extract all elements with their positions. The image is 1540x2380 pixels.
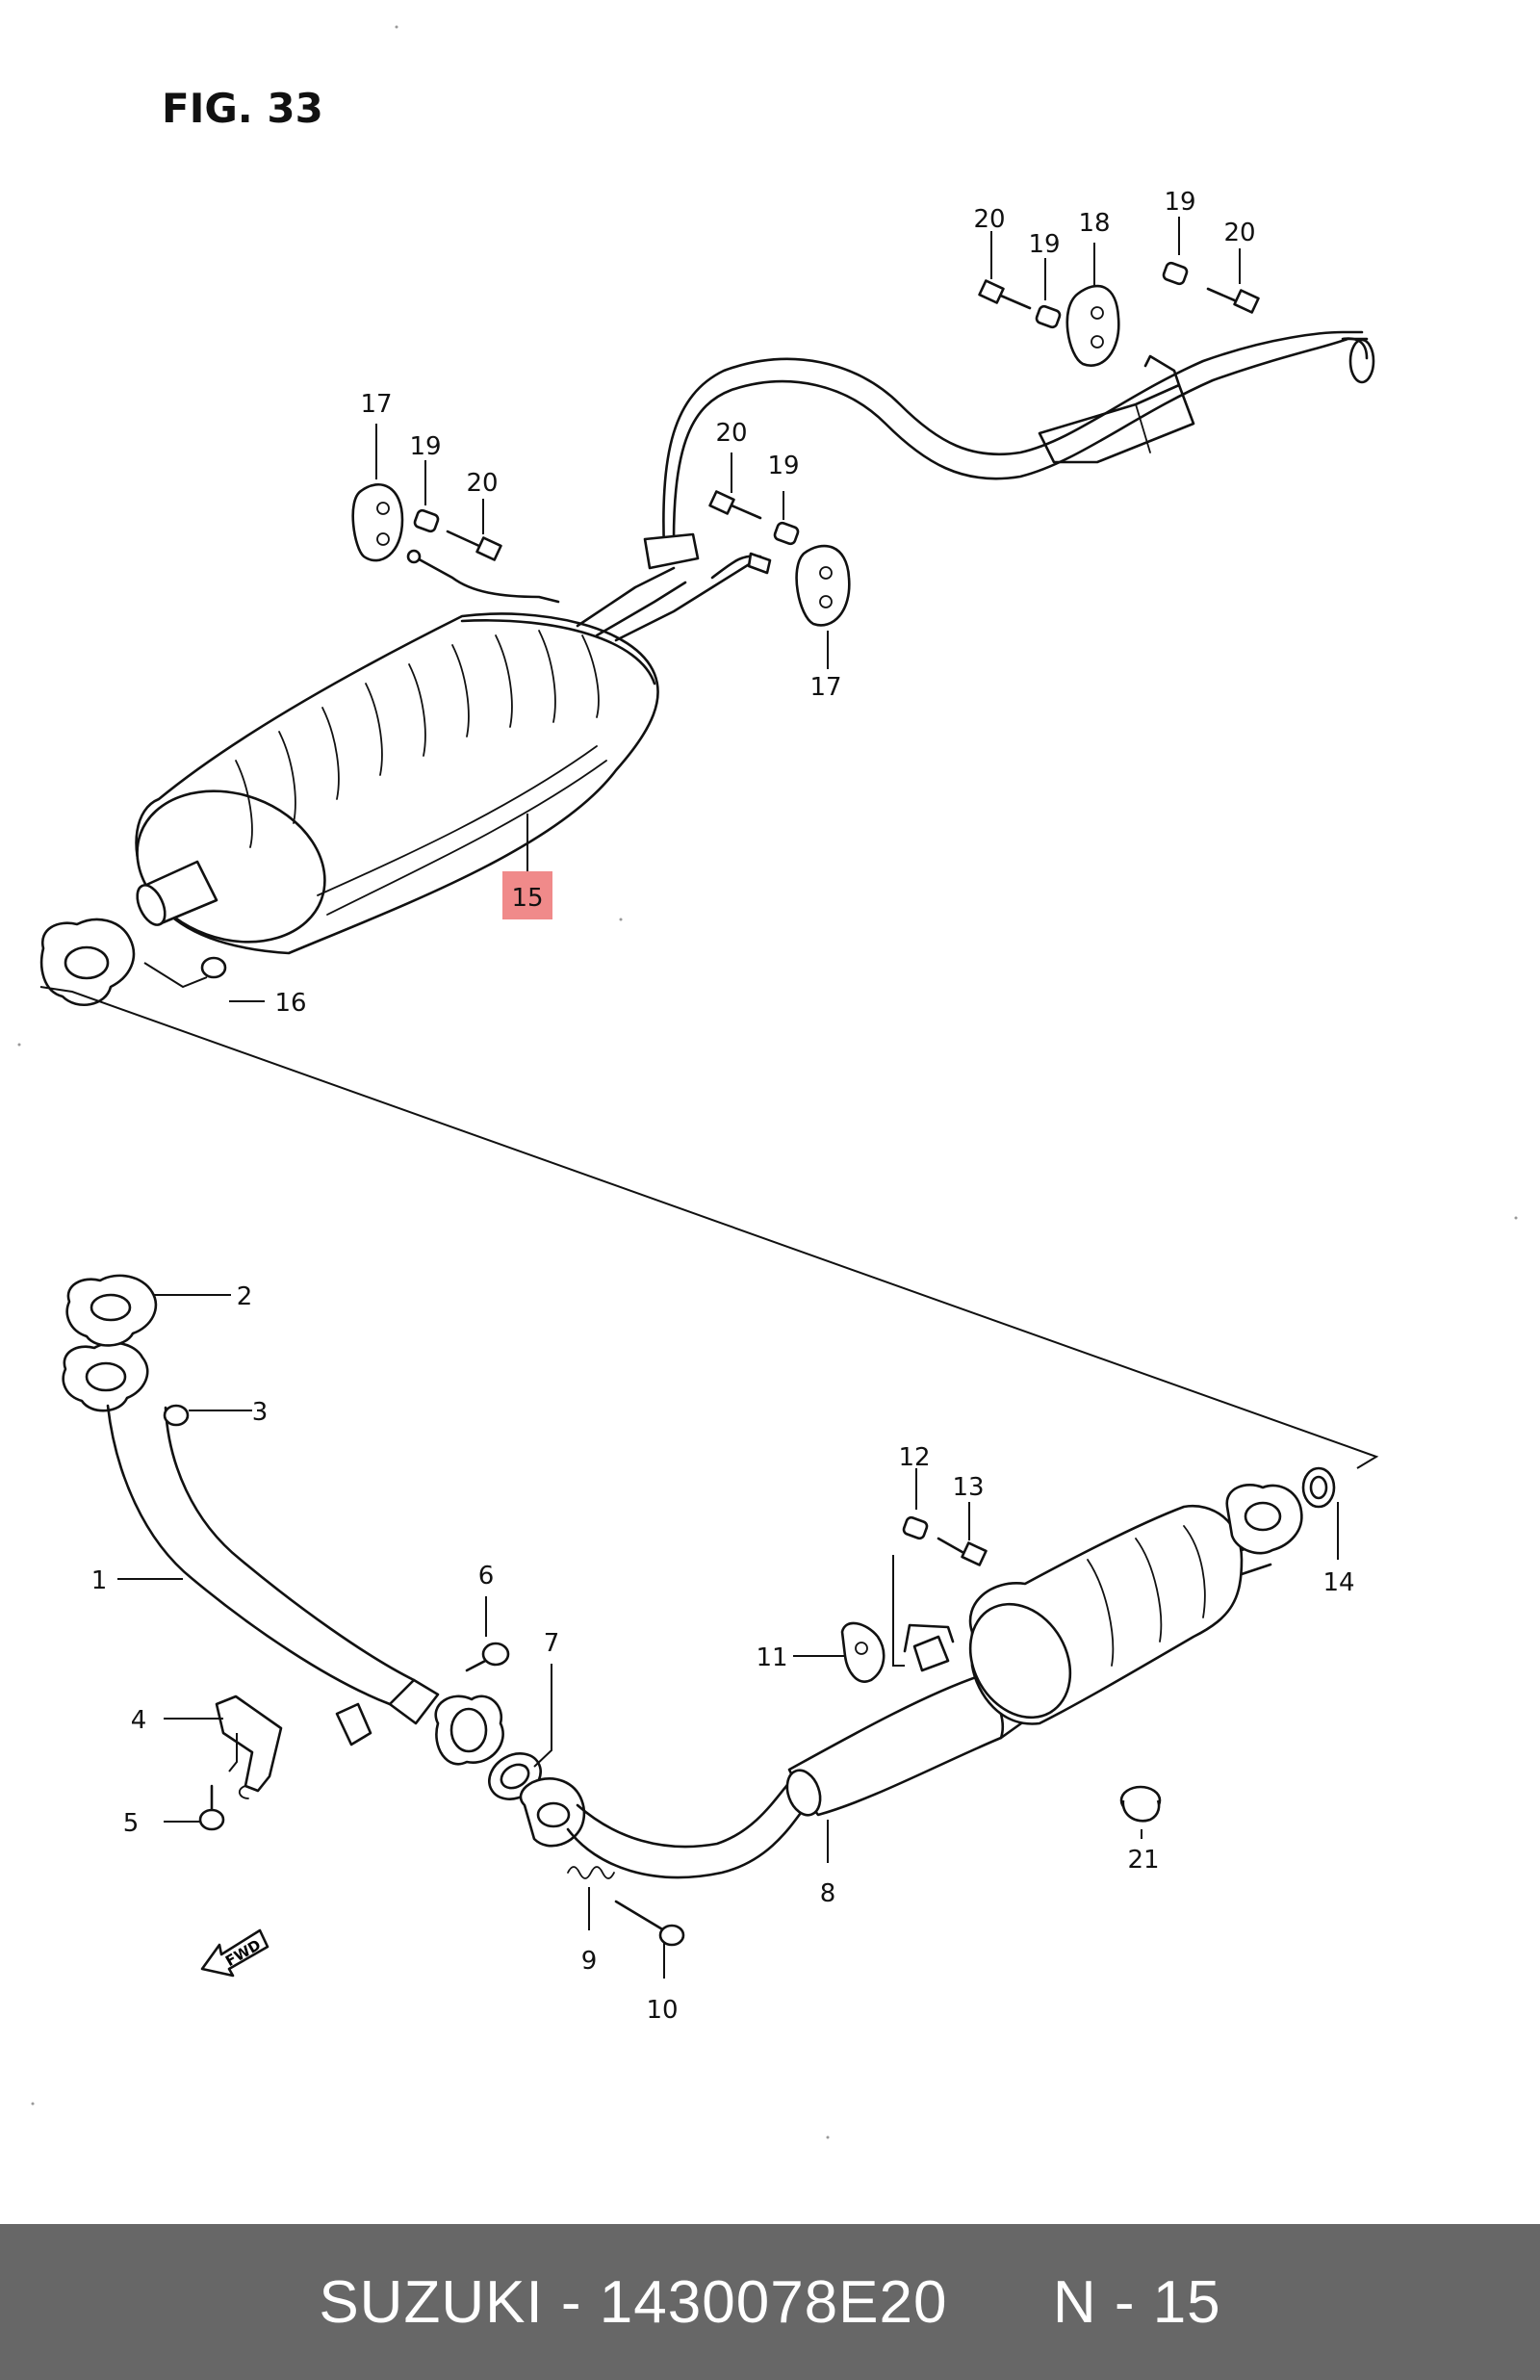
grommet-21 [1119,1785,1162,1823]
footer-position: N - 15 [1052,2268,1221,2336]
callout-16[interactable]: 16 [274,989,306,1018]
callout-5[interactable]: 5 [123,1809,140,1838]
bracket-4 [215,1694,283,1799]
callout-17[interactable]: 17 [809,673,841,702]
callout-19[interactable]: 19 [409,432,441,461]
callout-18[interactable]: 18 [1078,209,1110,238]
main-muffler [39,532,772,1006]
hanger-rubber-11 [840,1621,886,1683]
callout-9[interactable]: 9 [581,1947,598,1976]
callout-15[interactable]: 15 [511,884,543,913]
callout-4[interactable]: 4 [131,1706,147,1735]
callout-20[interactable]: 20 [1223,219,1255,247]
bolt-10 [614,1900,685,1947]
flange-joint [434,1694,504,1766]
scan-specks [17,25,1518,2139]
gasket-2 [65,1274,158,1347]
footer-bar: SUZUKI - 1430078E20 N - 15 [0,2224,1540,2380]
callout-17[interactable]: 17 [360,390,392,419]
footer-gap [947,2268,1052,2337]
bolt-13 [937,1537,988,1566]
tail-pipe [662,330,1375,551]
collar-19-set [413,261,1189,546]
callout-2[interactable]: 2 [237,1282,253,1311]
callout-20[interactable]: 20 [466,469,498,498]
callout-12[interactable]: 12 [898,1443,930,1472]
footer-brand: SUZUKI [319,2268,544,2336]
fwd-arrow-icon: FWD [200,1928,270,1978]
gasket-14 [1301,1466,1336,1509]
callout-20[interactable]: 20 [715,419,747,448]
nut-16 [200,956,227,979]
callout-1[interactable]: 1 [91,1566,108,1595]
callout-7[interactable]: 7 [544,1629,560,1658]
bolt-5 [198,1784,225,1831]
callout-15-highlight [502,871,552,919]
callout-6[interactable]: 6 [478,1562,495,1591]
exhaust-diagram: FIG. 33 [17,25,1518,2139]
callout-8[interactable]: 8 [820,1879,836,1908]
callout-14[interactable]: 14 [1322,1568,1354,1597]
callout-19[interactable]: 19 [1164,188,1195,217]
exhaust-pipe-1 [62,1341,440,1746]
spring-9 [567,1866,615,1879]
callout-19[interactable]: 19 [767,452,799,480]
catalytic-converter [903,1484,1303,1725]
callout-21[interactable]: 21 [1127,1846,1159,1875]
collar-12 [902,1515,929,1540]
hanger-rubber-17b [795,544,851,627]
callout-19[interactable]: 19 [1028,230,1060,259]
footer-separator: - [543,2268,600,2336]
bolt-6 [465,1642,510,1672]
figure-title: FIG. 33 [162,85,323,132]
center-pipe-8 [519,1654,1037,1879]
callout-10[interactable]: 10 [646,1996,678,2025]
callout-3[interactable]: 3 [252,1398,269,1427]
callout-13[interactable]: 13 [952,1473,984,1502]
hanger-rubber-17a [351,482,404,562]
callout-11[interactable]: 11 [756,1643,787,1672]
footer-part-number: 1430078E20 [599,2268,948,2336]
callout-20[interactable]: 20 [973,205,1005,234]
nut-3 [163,1404,190,1427]
bolt-20-set [446,279,1260,561]
hanger-rubber-18 [1065,284,1120,367]
